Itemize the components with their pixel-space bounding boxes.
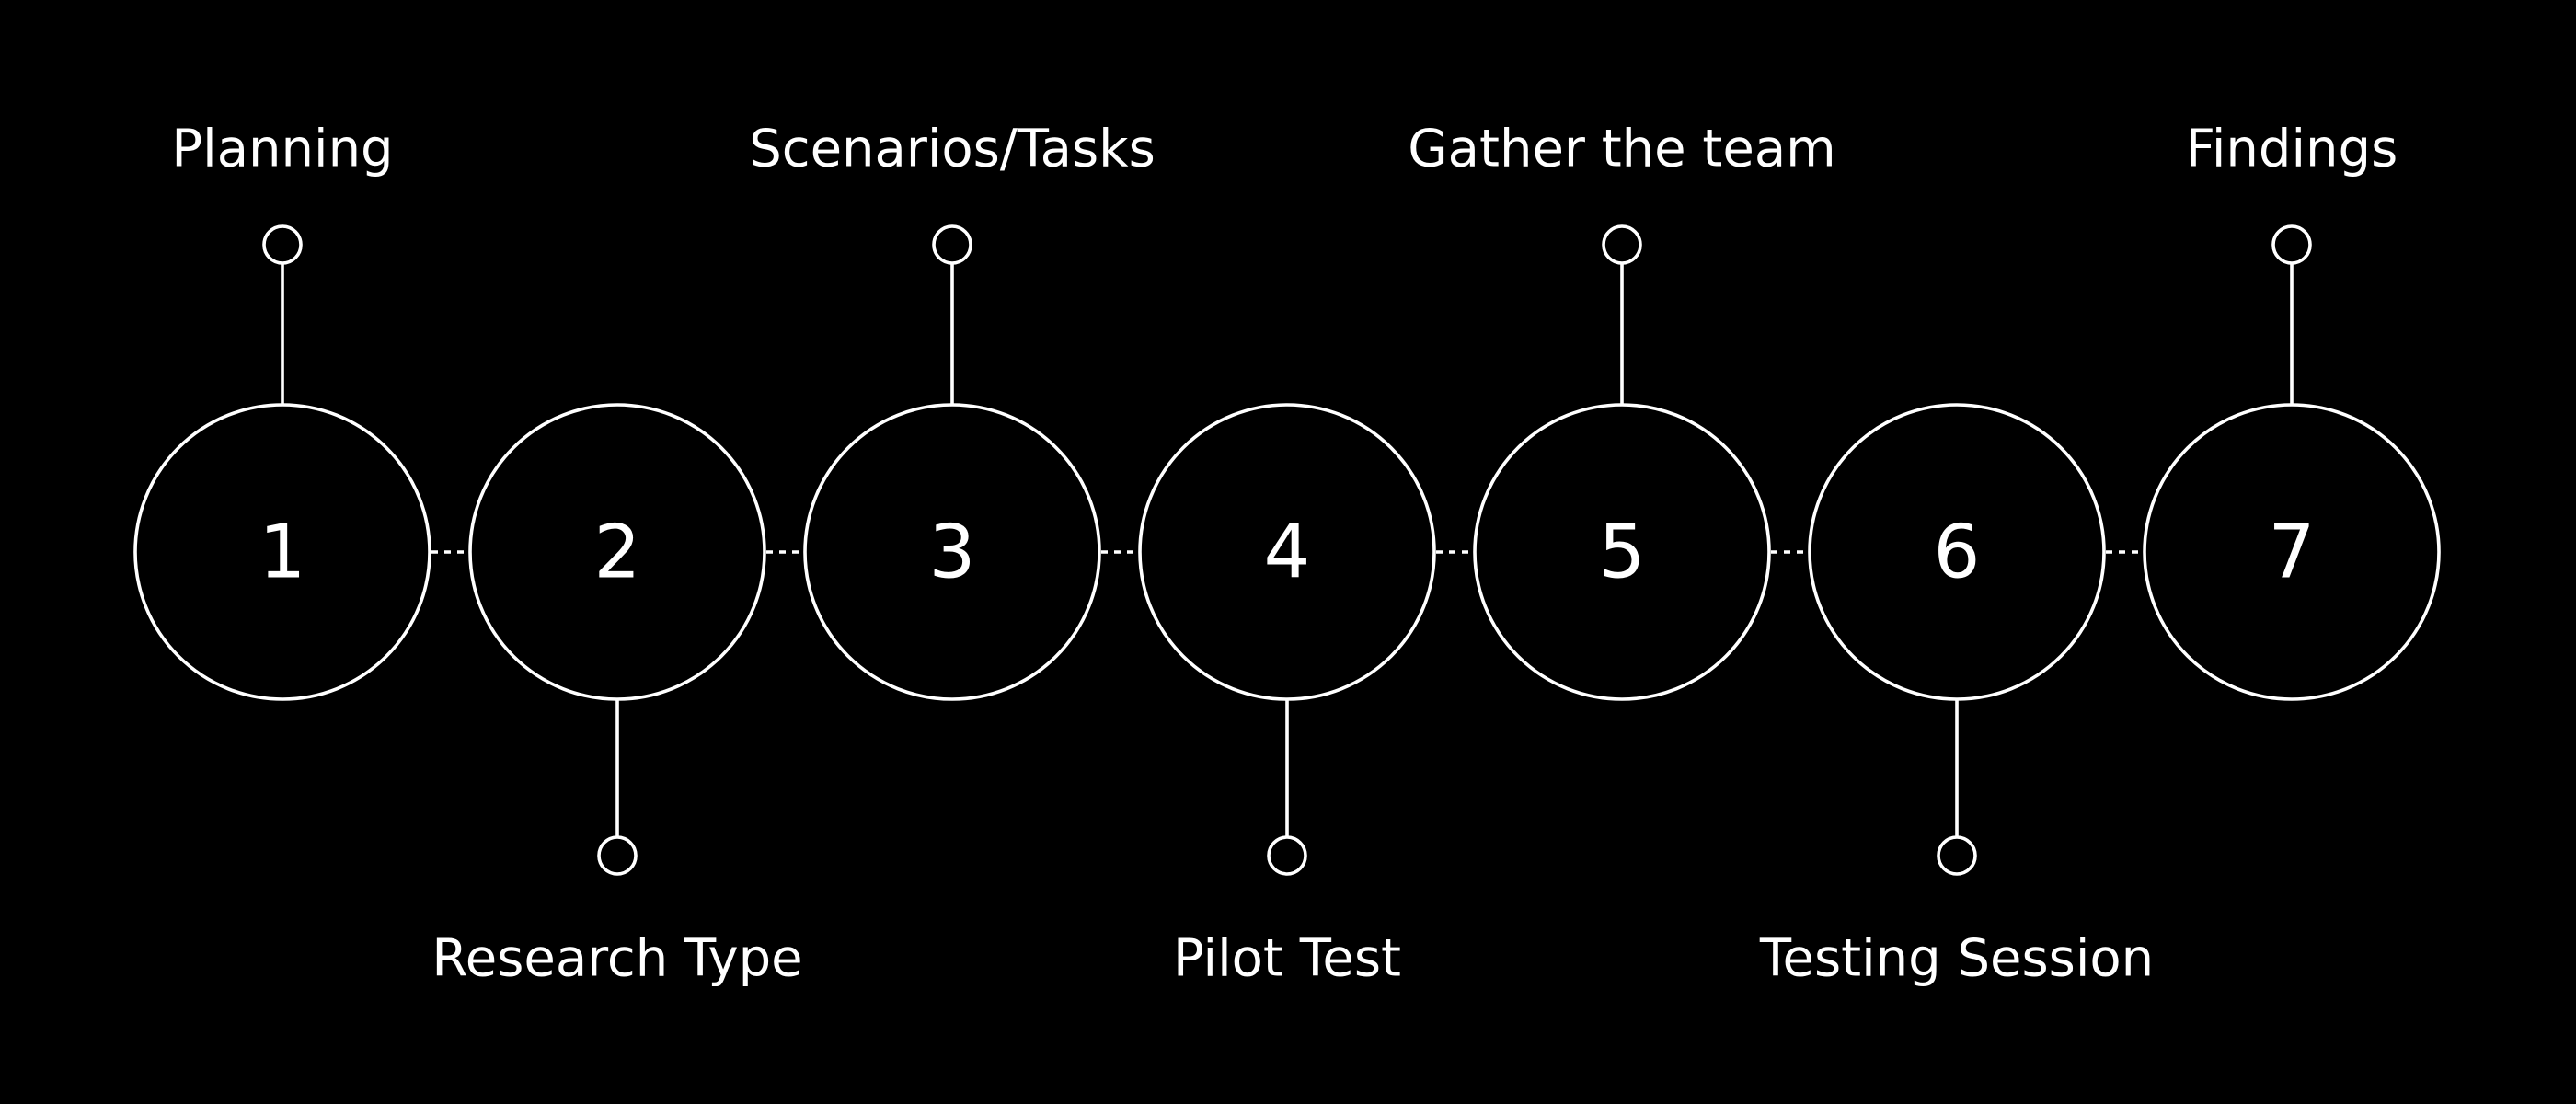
step-circle xyxy=(468,403,766,701)
step-7: 7 Findings xyxy=(2143,120,2441,701)
step-number: 6 xyxy=(1934,510,1981,595)
step-knob xyxy=(262,224,303,265)
step-knob xyxy=(1267,835,1307,876)
step-knob xyxy=(932,224,972,265)
step-knob xyxy=(2271,224,2312,265)
step-label: Planning xyxy=(171,120,393,179)
step-label: Pilot Test xyxy=(1173,929,1401,989)
step-1: 1 Planning xyxy=(133,120,431,701)
step-knob xyxy=(1937,835,1977,876)
step-number: 1 xyxy=(259,510,306,595)
step-label: Scenarios/Tasks xyxy=(749,120,1156,179)
step-knob xyxy=(597,835,638,876)
step-number: 2 xyxy=(594,510,641,595)
step-label: Gather the team xyxy=(1408,120,1835,179)
step-knob xyxy=(1602,224,1642,265)
step-label: Findings xyxy=(2186,120,2398,179)
step-circle xyxy=(803,403,1101,701)
step-circle xyxy=(133,403,431,701)
step-circle xyxy=(1808,403,2106,701)
step-number: 5 xyxy=(1599,510,1646,595)
step-circle xyxy=(1138,403,1436,701)
step-circle xyxy=(2143,403,2441,701)
step-3: 3 Scenarios/Tasks xyxy=(749,120,1156,701)
step-number: 3 xyxy=(929,510,976,595)
step-label: Testing Session xyxy=(1759,929,2154,989)
step-number: 7 xyxy=(2269,510,2316,595)
step-label: Research Type xyxy=(431,929,802,989)
step-circle xyxy=(1473,403,1771,701)
step-5: 5 Gather the team xyxy=(1408,120,1836,701)
step-number: 4 xyxy=(1264,510,1311,595)
